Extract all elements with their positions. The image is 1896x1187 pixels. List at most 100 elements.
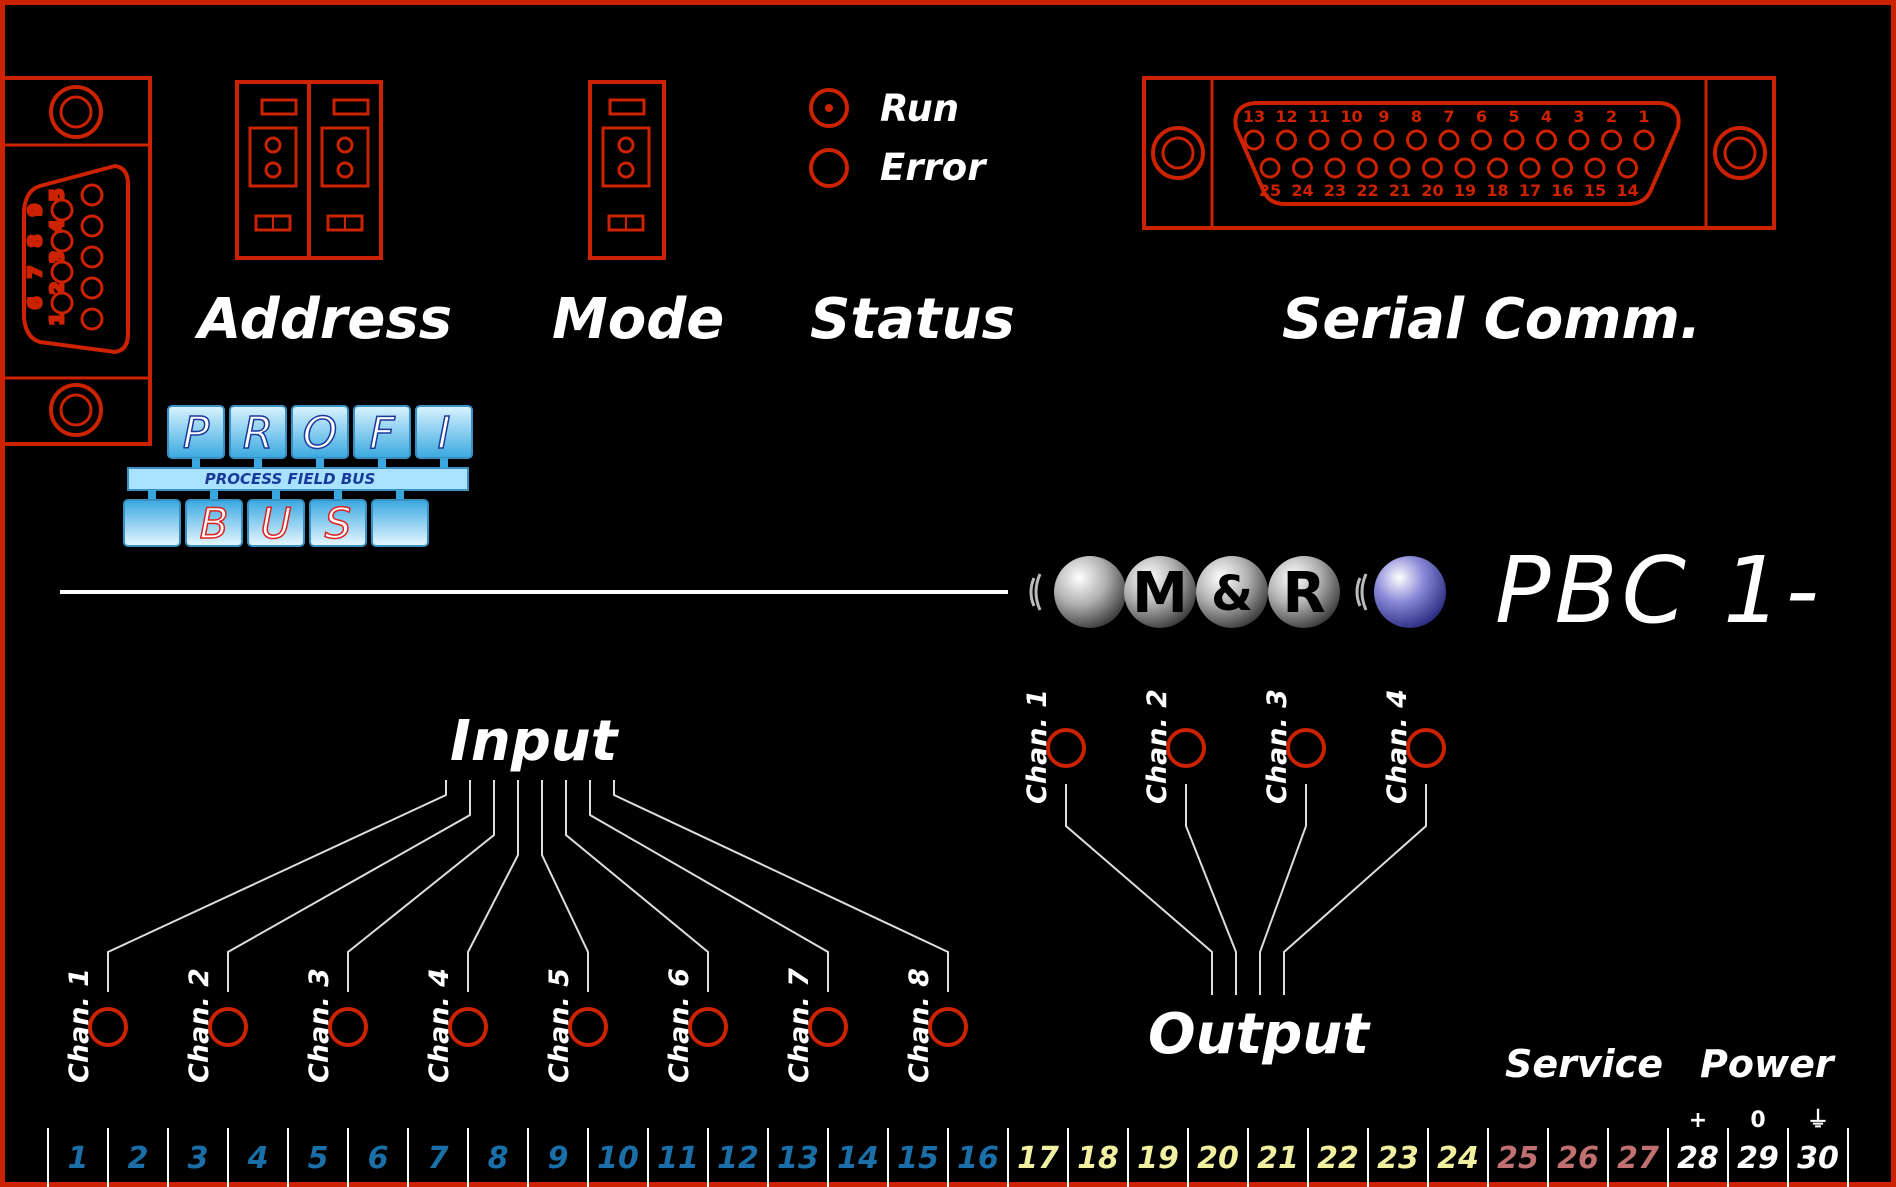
db9-pin: 3 (46, 245, 104, 269)
db25-pin-number: 9 (1378, 107, 1389, 126)
terminal-15[interactable]: 15 (887, 1128, 939, 1187)
output-channel-label: Chan. 3 (1262, 689, 1293, 804)
terminal-number: 7 (428, 1141, 449, 1176)
output-wire (1283, 784, 1427, 995)
profibus-letter: P (183, 408, 210, 459)
output-led (1166, 728, 1206, 768)
terminal-number: 9 (548, 1141, 569, 1176)
db25-pin-number: 10 (1340, 107, 1362, 126)
terminal-19[interactable]: 19 (1127, 1128, 1179, 1187)
input-led (688, 1007, 728, 1047)
input-channel-label: Chan. 5 (544, 968, 575, 1083)
terminal-20[interactable]: 20 (1187, 1128, 1239, 1187)
profibus-tile-bottom: U (247, 490, 305, 549)
svg-text:M: M (1132, 561, 1188, 626)
db25-screw-left (1151, 126, 1205, 180)
db25-pin (1503, 129, 1525, 151)
mr-ball-amp (1196, 556, 1268, 628)
terminal-11[interactable]: 11 (647, 1128, 699, 1187)
db25-pin-number: 6 (1476, 107, 1487, 126)
input-led (448, 1007, 488, 1047)
terminal-number: 3 (188, 1141, 209, 1176)
terminal-17[interactable]: 17 (1007, 1128, 1059, 1187)
mode-switch[interactable] (588, 80, 666, 260)
terminal-21[interactable]: 21 (1247, 1128, 1299, 1187)
terminal-14[interactable]: 14 (827, 1128, 879, 1187)
terminal-6[interactable]: 6 (347, 1128, 389, 1187)
db25-pin (1454, 157, 1476, 179)
address-switch-low[interactable] (307, 80, 383, 260)
db9-pin: 5 (46, 183, 104, 207)
input-channel: Chan. 5 (541, 780, 608, 1083)
db25-pin-number: 21 (1389, 181, 1411, 200)
terminal-10[interactable]: 10 (587, 1128, 639, 1187)
terminal-3[interactable]: 3 (167, 1128, 209, 1187)
output-channel-label: Chan. 4 (1382, 689, 1413, 804)
terminal-number: 24 (1437, 1141, 1479, 1176)
terminal-18[interactable]: 18 (1067, 1128, 1119, 1187)
status-led-run (809, 88, 849, 128)
db25-pin-number: 7 (1443, 107, 1454, 126)
db9-pin: 7 (24, 260, 74, 284)
db25-pin-number: 20 (1421, 181, 1443, 200)
input-led (808, 1007, 848, 1047)
terminal-9[interactable]: 9 (527, 1128, 569, 1187)
output-led (1046, 728, 1086, 768)
terminal-28[interactable]: 28 (1667, 1128, 1719, 1187)
terminal-number: 18 (1077, 1141, 1119, 1176)
db25-pin (1471, 129, 1492, 151)
terminal-25[interactable]: 25 (1487, 1128, 1539, 1187)
terminal-27[interactable]: 27 (1607, 1128, 1659, 1187)
db25-pin-number: 2 (1606, 107, 1617, 126)
terminal-1[interactable]: 1 (47, 1128, 89, 1187)
terminal-24[interactable]: 24 (1427, 1128, 1479, 1187)
svg-text:8: 8 (25, 235, 46, 248)
terminal-number: 2 (128, 1141, 149, 1176)
input-wire (565, 780, 709, 992)
terminal-2[interactable]: 2 (107, 1128, 149, 1187)
terminal-26[interactable]: 26 (1547, 1128, 1599, 1187)
terminal-16[interactable]: 16 (947, 1128, 999, 1187)
terminal-number: 6 (368, 1141, 389, 1176)
terminal-12[interactable]: 12 (707, 1128, 759, 1187)
terminal-number: 1 (68, 1141, 89, 1176)
address-switches[interactable] (235, 80, 383, 260)
db25-pin-number: 25 (1259, 181, 1281, 200)
terminal-4[interactable]: 4 (227, 1128, 268, 1187)
db9-pin: 1 (46, 307, 104, 331)
db25-pin-number: 16 (1551, 181, 1573, 200)
db9-pin: 8 (24, 229, 74, 253)
terminal-number: 5 (308, 1141, 329, 1176)
terminal-29[interactable]: 29 (1727, 1128, 1779, 1187)
terminal-8[interactable]: 8 (467, 1128, 508, 1187)
db25-pin-number: 12 (1275, 107, 1297, 126)
terminal-number: 14 (837, 1141, 879, 1176)
db9-pin: 6 (24, 291, 74, 315)
terminal-7[interactable]: 7 (407, 1128, 449, 1187)
input-channel-label: Chan. 3 (304, 968, 335, 1083)
terminal-22[interactable]: 22 (1307, 1128, 1359, 1187)
terminal-30[interactable]: 30 (1787, 1128, 1839, 1187)
terminal-13[interactable]: 13 (767, 1128, 819, 1187)
input-channel-label: Chan. 8 (904, 968, 935, 1083)
db25-pin-number: 15 (1584, 181, 1606, 200)
terminal-23[interactable]: 23 (1367, 1128, 1419, 1187)
input-wire (107, 780, 447, 992)
terminal-number: 10 (597, 1141, 639, 1176)
input-channel: Chan. 6 (565, 780, 728, 1083)
input-channel: Chan. 2 (184, 780, 471, 1083)
profibus-tile-bottom (123, 490, 181, 547)
terminal-number: 11 (657, 1141, 699, 1176)
status-label: Status (810, 287, 1015, 352)
terminal-5[interactable]: 5 (287, 1128, 329, 1187)
db25-pin (1406, 129, 1427, 151)
profibus-tile-bottom: B (185, 490, 243, 549)
profibus-letter: S (325, 499, 352, 548)
db25-pin (1568, 129, 1590, 151)
input-led (88, 1007, 128, 1047)
input-channel: Chan. 8 (613, 780, 968, 1083)
output-wire (1065, 784, 1213, 995)
terminal-number: 12 (717, 1141, 759, 1176)
